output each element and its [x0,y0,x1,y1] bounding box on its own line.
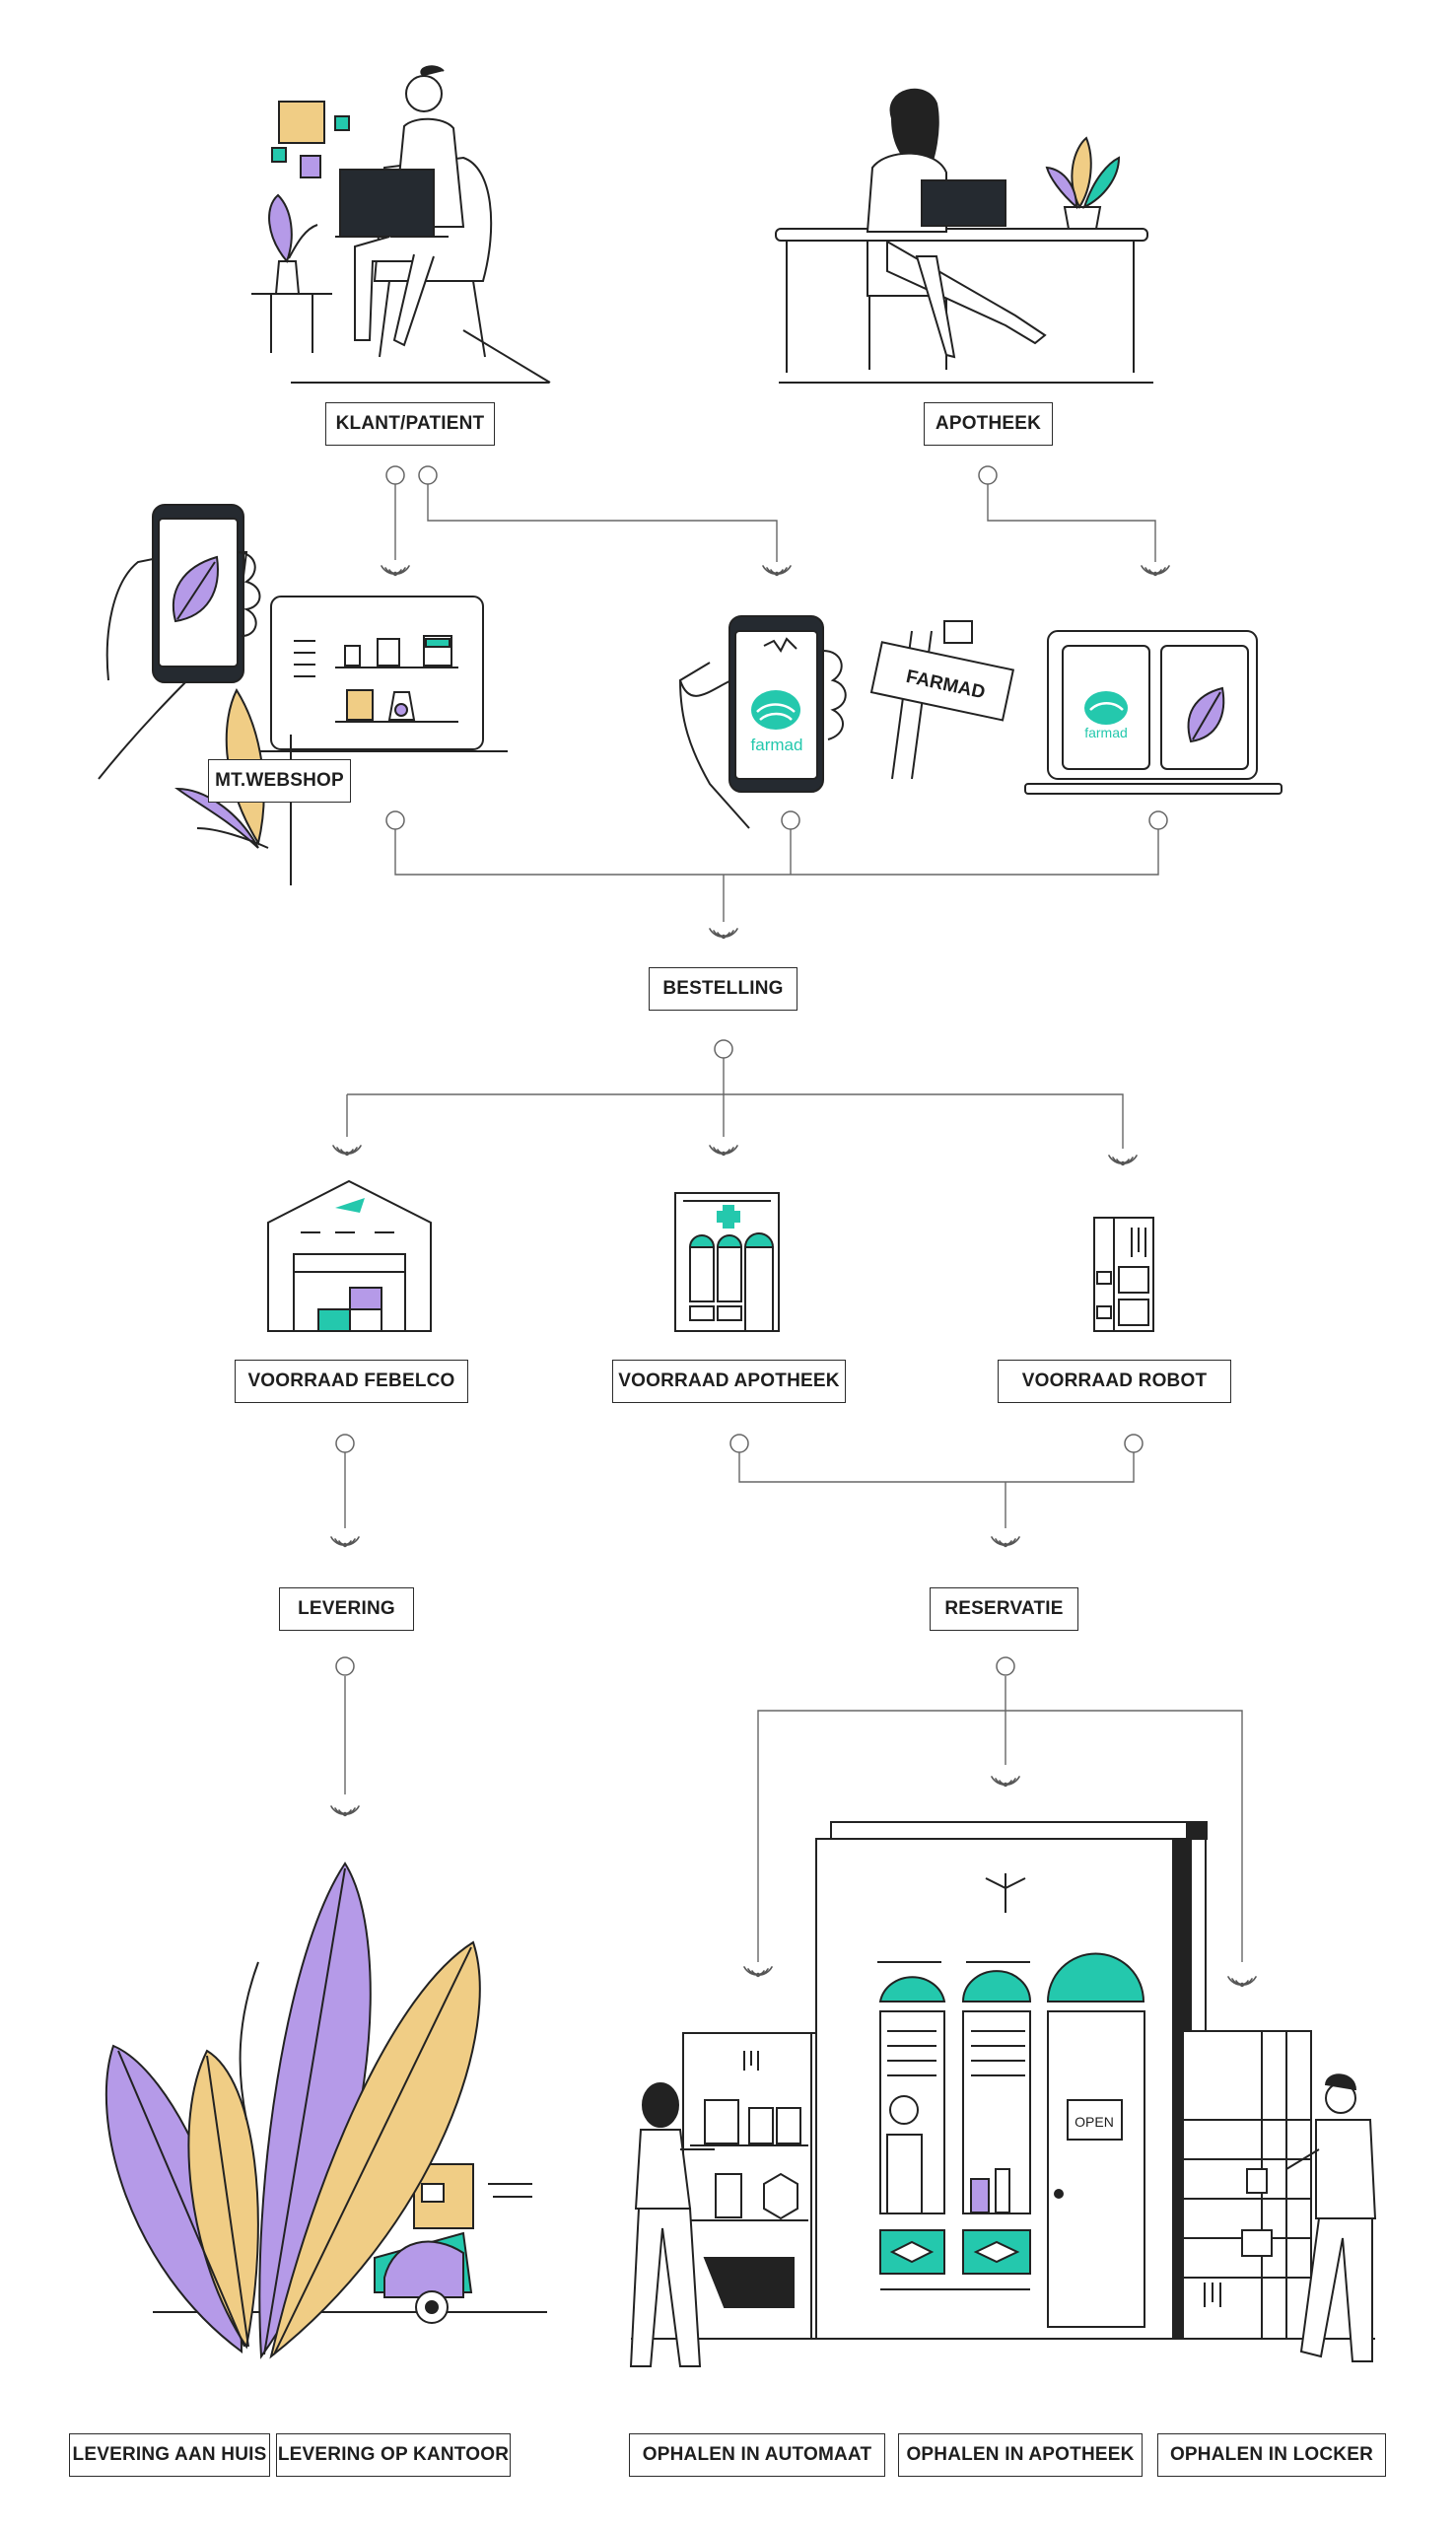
label-levering: LEVERING [279,1587,414,1631]
label-bestelling: BESTELLING [649,967,797,1011]
farmad-laptop-brand: farmad [1084,725,1128,740]
label-apotheek: APOTHEEK [924,402,1053,446]
webshop-illustration [98,504,508,885]
farmad-phone-illustration [678,615,847,829]
pharmacy-cabinet-illustration [674,1192,780,1332]
farmad-laptop-illustration [1024,630,1283,795]
label-ophalen-in-apotheek: OPHALEN IN APOTHEEK [898,2433,1143,2477]
open-sign-text: OPEN [1075,2114,1114,2130]
label-ophalen-in-locker: OPHALEN IN LOCKER [1157,2433,1386,2477]
label-reservatie: RESERVATIE [930,1587,1078,1631]
label-levering-op-kantoor: LEVERING OP KANTOOR [276,2433,511,2477]
home-delivery-illustration [104,1862,547,2359]
label-klant-patient: KLANT/PATIENT [325,402,495,446]
label-mt-webshop: MT.WEBSHOP [208,759,351,803]
label-voorraad-febelco: VOORRAAD FEBELCO [235,1360,468,1403]
label-voorraad-robot: VOORRAAD ROBOT [998,1360,1231,1403]
pharmacist-illustration [775,88,1153,384]
warehouse-illustration [267,1179,432,1332]
label-ophalen-in-automaat: OPHALEN IN AUTOMAAT [629,2433,885,2477]
label-levering-aan-huis: LEVERING AAN HUIS [69,2433,270,2477]
label-voorraad-apotheek: VOORRAAD APOTHEEK [612,1360,846,1403]
connector-dots [335,465,1168,1676]
farmad-sign-board [869,620,1015,780]
customer-illustration [251,65,551,384]
farmad-phone-brand: farmad [751,736,803,754]
robot-illustration [1093,1217,1154,1332]
pickup-station-illustration [629,1821,1377,2367]
connector-lines [344,483,1243,1962]
